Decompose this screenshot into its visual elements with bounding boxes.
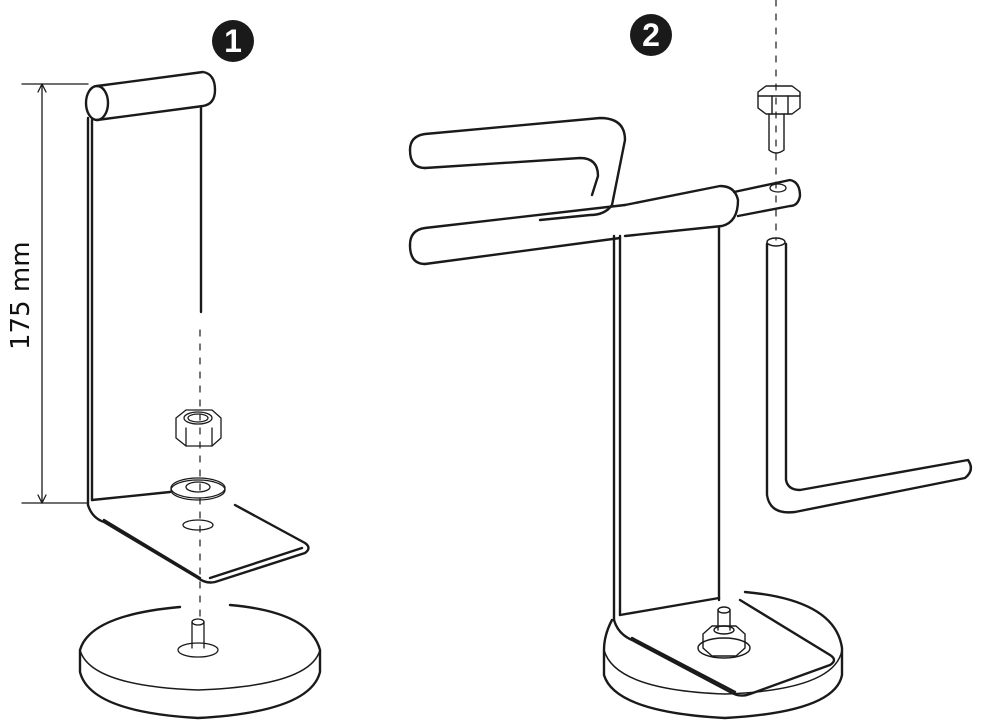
magnet-base-2 — [602, 590, 844, 720]
hex-nut-1 — [175, 409, 222, 447]
hex-bolt — [757, 85, 801, 154]
magnet-base-1 — [78, 603, 322, 720]
dimension-line — [21, 83, 89, 504]
stand-bracket-2 — [612, 178, 836, 697]
washer-1 — [170, 477, 226, 531]
step-1-badge: 1 — [212, 20, 254, 62]
headphone-hook-rod — [408, 116, 627, 266]
step-2-badge: 2 — [630, 14, 672, 56]
crank-rod — [765, 237, 973, 514]
mounted-nut — [697, 606, 751, 659]
stand-bracket-1 — [84, 70, 310, 584]
